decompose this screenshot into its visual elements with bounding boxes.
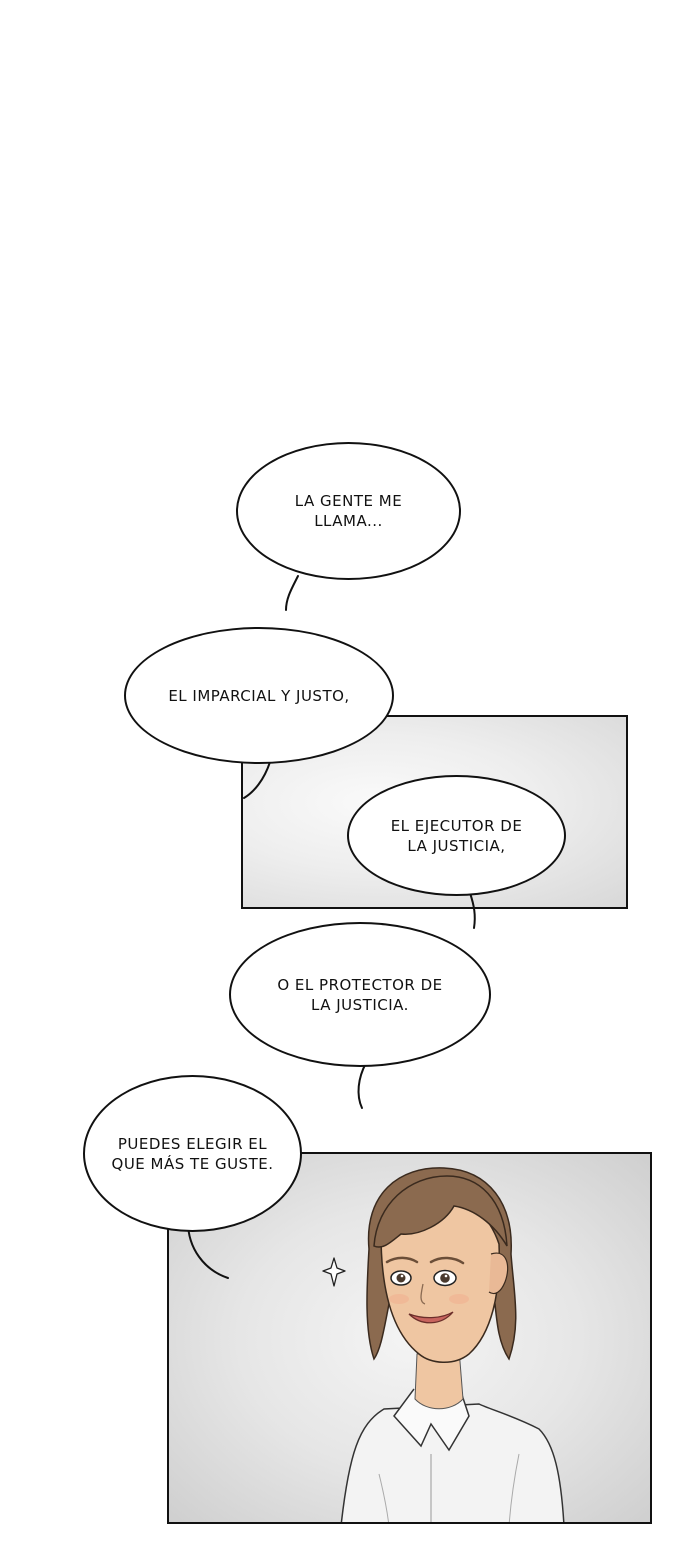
character-hair-fringe [373, 1175, 508, 1248]
speech-bubble-1-text: LA GENTE ME LLAMA... [294, 492, 403, 530]
speech-bubble-2-text: EL IMPARCIAL Y JUSTO, [168, 686, 350, 705]
speech-bubble-5-text: PUEDES ELEGIR EL QUE MÁS TE GUSTE. [111, 1134, 274, 1173]
bubble-1-tail [285, 575, 299, 611]
speech-bubble-4-text: O EL PROTECTOR DE LA JUSTICIA. [277, 975, 443, 1014]
speech-bubble-5: PUEDES ELEGIR EL QUE MÁS TE GUSTE. [83, 1075, 302, 1232]
speech-bubble-4: O EL PROTECTOR DE LA JUSTICIA. [229, 922, 491, 1067]
bubble-4-tail [357, 1062, 367, 1109]
character-ear [488, 1252, 509, 1295]
speech-bubble-3-text: EL EJECUTOR DE LA JUSTICIA, [390, 816, 523, 855]
character-shirt [340, 1403, 565, 1522]
character-neck [414, 1348, 464, 1410]
character-illustration [322, 1167, 565, 1522]
character-mouth [408, 1311, 454, 1324]
speech-bubble-2: EL IMPARCIAL Y JUSTO, [124, 627, 394, 764]
speech-bubble-1: LA GENTE ME LLAMA... [236, 442, 461, 580]
sparkle-icon [322, 1257, 346, 1287]
speech-bubble-3: EL EJECUTOR DE LA JUSTICIA, [347, 775, 566, 896]
